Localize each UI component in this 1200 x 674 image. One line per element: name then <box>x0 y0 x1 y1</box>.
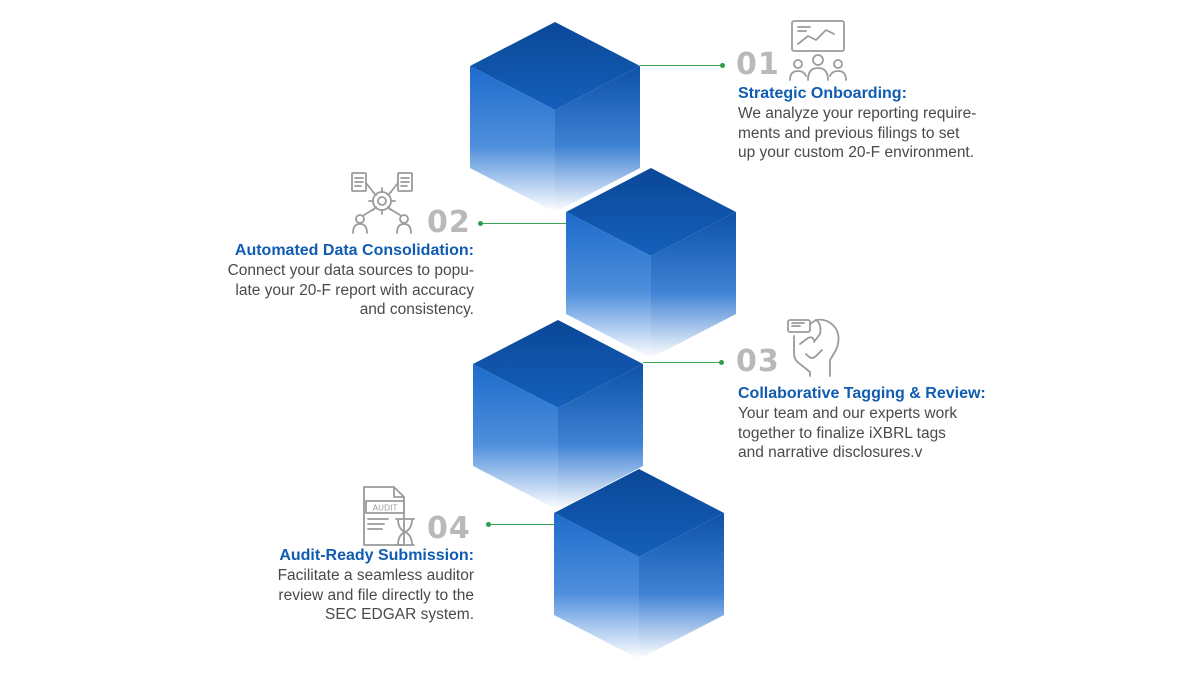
step-title-1: Strategic Onboarding: <box>738 85 907 102</box>
cube-step-4 <box>554 469 724 659</box>
audit-document-icon: AUDIT <box>363 486 415 546</box>
step-number-3: 03 <box>736 344 780 379</box>
cube-left-face <box>470 66 555 212</box>
step-title-2: Automated Data Consolidation: <box>234 242 474 259</box>
step-desc-3-line-2: together to finalize iXBRL tags <box>738 424 946 442</box>
cube-step-3 <box>473 320 643 510</box>
step-desc-4-line-3: SEC EDGAR system. <box>325 606 474 623</box>
cube-right-face <box>555 66 640 212</box>
connector-step-1 <box>640 65 722 66</box>
connector-step-2 <box>482 223 566 224</box>
connector-step-3 <box>643 362 721 363</box>
step-desc-1-line-3: up your custom 20-F environment. <box>738 144 975 161</box>
cube-left-face <box>554 513 639 659</box>
step-number-4: 04 <box>427 511 471 546</box>
connector-dot-step-3 <box>719 360 724 365</box>
cube-left-face <box>473 364 558 510</box>
step-1-text: Strategic Onboarding: We analyze your re… <box>738 84 1038 163</box>
data-consolidation-gear-icon <box>351 172 413 234</box>
step-desc-2-line-3: and consistency. <box>359 301 474 318</box>
connector-dot-step-4 <box>486 522 491 527</box>
audit-icon-label: AUDIT <box>373 504 398 513</box>
cube-right-face <box>651 212 736 358</box>
cube-right-face <box>558 364 643 510</box>
step-title-4: Audit-Ready Submission: <box>279 547 474 564</box>
cube-step-1 <box>470 22 640 212</box>
step-desc-4-line-1: Facilitate a seamless auditor <box>277 567 474 584</box>
cube-right-face <box>639 513 724 659</box>
cube-left-face <box>566 212 651 358</box>
step-2-text: Automated Data Consolidation: Connect yo… <box>174 241 474 320</box>
step-number-1: 01 <box>736 47 780 82</box>
step-desc-3-line-1: Your team and our experts work <box>738 405 958 422</box>
presentation-chart-icon <box>789 20 847 81</box>
step-number-2: 02 <box>427 205 471 240</box>
step-desc-2-line-1: Connect your data sources to popu- <box>227 262 474 279</box>
connector-step-4 <box>490 524 554 525</box>
step-desc-2-line-2: late your 20-F report with accuracy <box>235 281 474 299</box>
step-3-text: Collaborative Tagging & Review: Your tea… <box>738 384 1038 463</box>
step-desc-1-line-2: ments and previous filings to set <box>738 124 960 142</box>
step-desc-1-line-1: We analyze your reporting require- <box>738 105 977 122</box>
step-4-text: Audit-Ready Submission: Facilitate a sea… <box>174 546 474 625</box>
cube-step-2 <box>566 168 736 358</box>
connector-dot-step-2 <box>478 221 483 226</box>
step-title-3: Collaborative Tagging & Review: <box>738 385 986 402</box>
step-desc-4-line-2: review and file directly to the <box>278 586 474 604</box>
handshake-collaboration-icon <box>787 318 840 377</box>
step-desc-3-line-3: and narrative disclosures.v <box>738 444 923 461</box>
connector-dot-step-1 <box>720 63 725 68</box>
